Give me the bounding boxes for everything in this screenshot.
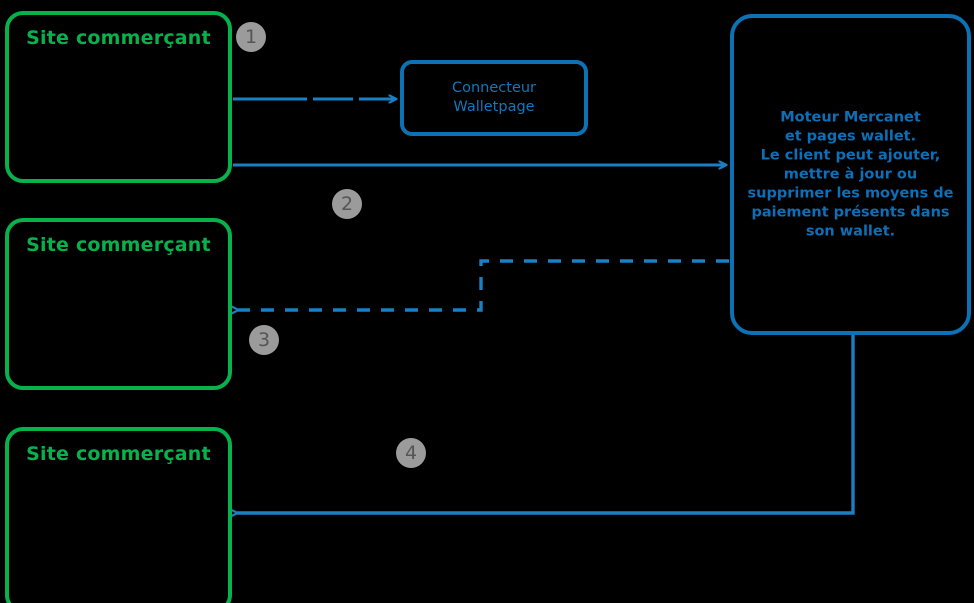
merchant-site-label-3: Site commerçant [26,443,211,465]
merchant-site-label-1: Site commerçant [26,27,211,49]
merchant-site-label-2: Site commerçant [26,234,211,256]
step-badge-1: 1 [236,22,266,52]
connector-walletpage-box[interactable]: Connecteur Walletpage [400,60,588,136]
mercanet-engine-box[interactable]: Moteur Mercanet et pages wallet. Le clie… [730,14,971,335]
connector-walletpage-label: Connecteur Walletpage [451,80,537,115]
step-badge-3: 3 [249,325,279,355]
merchant-site-box-3[interactable]: Site commerçant [5,427,232,603]
step-badge-2: 2 [332,189,362,219]
mercanet-engine-label: Moteur Mercanet et pages wallet. Le clie… [747,109,954,239]
step-badge-4: 4 [396,438,426,468]
merchant-site-box-2[interactable]: Site commerçant [5,218,232,390]
merchant-site-box-1[interactable]: Site commerçant [5,11,232,183]
edge-step-4 [237,334,855,513]
edge-step-3 [238,259,729,310]
